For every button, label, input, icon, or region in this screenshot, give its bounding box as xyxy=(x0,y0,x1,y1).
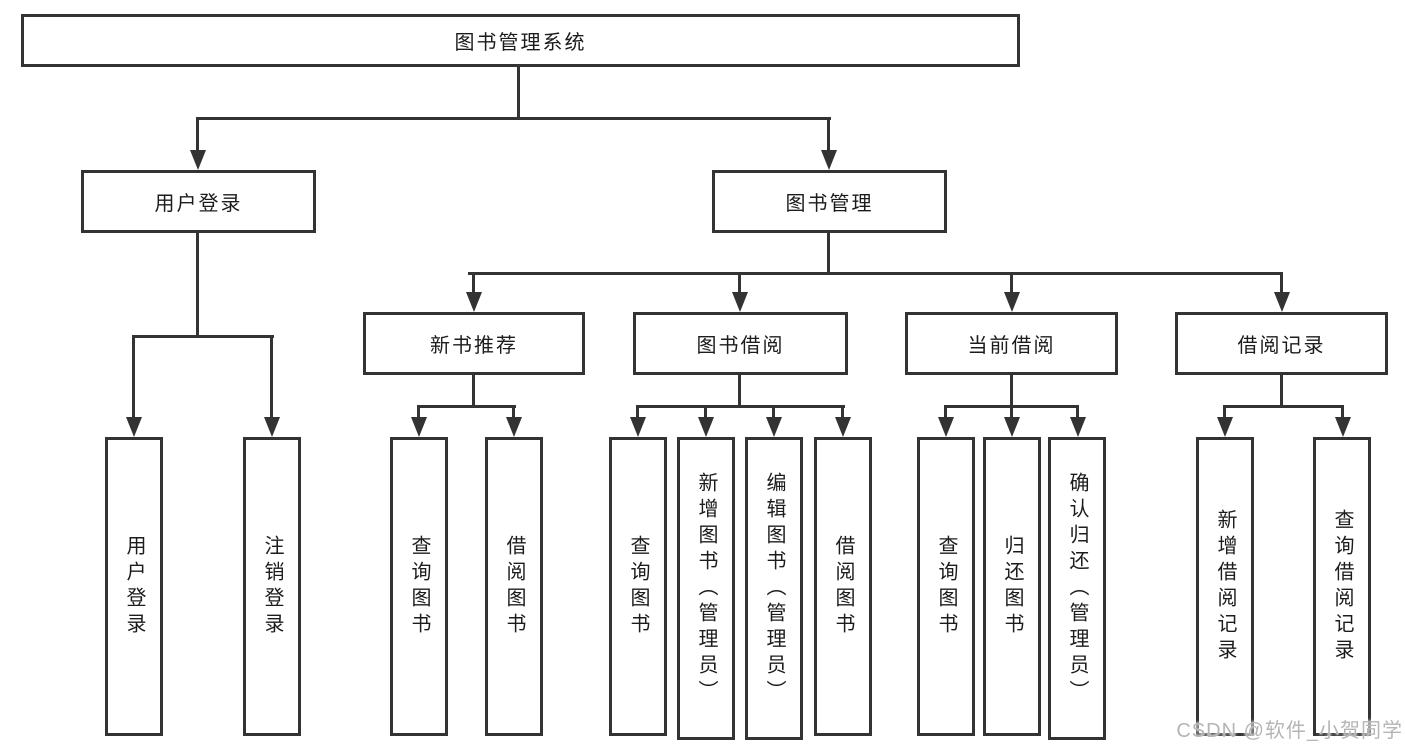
leaf-return-book-label: 归还图书 xyxy=(1001,534,1023,639)
connector-trunk-new-book-recommend xyxy=(472,374,475,407)
connector-splitter-new-book-recommend xyxy=(417,405,516,408)
arrow-down-icon xyxy=(629,405,646,437)
leaf-query-book-borrow-label: 查询图书 xyxy=(627,534,649,639)
leaf-add-borrow-record-label: 新增借阅记录 xyxy=(1214,508,1236,665)
leaf-logout-label: 注销登录 xyxy=(261,534,283,639)
leaf-add-book-admin-label: 新增图书（管理员） xyxy=(695,471,717,706)
leaf-query-borrow-record-label: 查询借阅记录 xyxy=(1331,508,1353,665)
leaf-confirm-return-admin: 确认归还（管理员） xyxy=(1048,437,1106,740)
arrow-down-icon xyxy=(937,405,954,437)
connector-splitter-book-borrow xyxy=(636,405,845,408)
connector-trunk-book-borrow xyxy=(738,374,741,407)
node-borrow-record-label: 借阅记录 xyxy=(1237,335,1326,357)
node-new-book-recommend-label: 新书推荐 xyxy=(430,335,518,357)
leaf-query-book-borrow: 查询图书 xyxy=(609,437,667,736)
leaf-query-borrow-record: 查询借阅记录 xyxy=(1313,437,1371,736)
connector-trunk-book-management xyxy=(827,232,830,275)
node-user-login: 用户登录 xyxy=(81,170,316,233)
connector-splitter-borrow-record xyxy=(1223,405,1344,408)
csdn-watermark: CSDN @软件_小贺同学 xyxy=(1176,720,1403,742)
arrow-down-icon xyxy=(1216,405,1233,437)
connector-splitter-user-login xyxy=(132,335,274,338)
node-current-borrow-label: 当前借阅 xyxy=(967,335,1056,357)
node-book-management-label: 图书管理 xyxy=(785,193,874,215)
leaf-query-book-current: 查询图书 xyxy=(917,437,975,736)
arrow-down-icon xyxy=(1069,405,1086,437)
connector-trunk-user-login xyxy=(196,232,199,338)
node-user-login-label: 用户登录 xyxy=(154,193,243,215)
node-current-borrow: 当前借阅 xyxy=(905,312,1118,375)
arrow-down-icon xyxy=(834,405,851,437)
leaf-query-book-current-label: 查询图书 xyxy=(935,534,957,639)
leaf-return-book: 归还图书 xyxy=(983,437,1041,736)
arrow-down-icon xyxy=(125,335,142,437)
leaf-borrow-book-recommend: 借阅图书 xyxy=(485,437,543,736)
arrow-down-icon xyxy=(189,117,206,170)
leaf-user-login-label: 用户登录 xyxy=(123,534,145,639)
node-new-book-recommend: 新书推荐 xyxy=(363,312,585,375)
arrow-down-icon xyxy=(697,405,714,437)
connector-trunk-current-borrow xyxy=(1010,374,1013,407)
leaf-borrow-book-label: 借阅图书 xyxy=(832,534,854,639)
arrow-down-icon xyxy=(465,272,482,312)
arrow-down-icon xyxy=(1003,405,1020,437)
leaf-user-login: 用户登录 xyxy=(105,437,163,736)
leaf-query-book-recommend-label: 查询图书 xyxy=(408,534,430,639)
leaf-add-borrow-record: 新增借阅记录 xyxy=(1196,437,1254,736)
arrow-down-icon xyxy=(1003,272,1020,312)
arrow-down-icon xyxy=(1273,272,1290,312)
arrow-down-icon xyxy=(731,272,748,312)
node-root: 图书管理系统 xyxy=(21,14,1020,67)
leaf-edit-book-admin-label: 编辑图书（管理员） xyxy=(763,471,785,706)
connector-splitter-root xyxy=(196,117,831,120)
connector-trunk-root xyxy=(517,66,520,119)
arrow-down-icon xyxy=(820,117,837,170)
leaf-confirm-return-admin-label: 确认归还（管理员） xyxy=(1066,471,1088,706)
connector-splitter-book-management xyxy=(468,272,1283,275)
arrow-down-icon xyxy=(505,405,522,437)
leaf-borrow-book: 借阅图书 xyxy=(814,437,872,736)
arrow-down-icon xyxy=(765,405,782,437)
arrow-down-icon xyxy=(410,405,427,437)
node-book-borrow: 图书借阅 xyxy=(633,312,848,375)
leaf-query-book-recommend: 查询图书 xyxy=(390,437,448,736)
node-borrow-record: 借阅记录 xyxy=(1175,312,1388,375)
node-book-management: 图书管理 xyxy=(712,170,947,233)
leaf-add-book-admin: 新增图书（管理员） xyxy=(677,437,735,740)
connector-trunk-borrow-record xyxy=(1280,374,1283,407)
arrow-down-icon xyxy=(263,335,280,437)
leaf-borrow-book-recommend-label: 借阅图书 xyxy=(503,534,525,639)
arrow-down-icon xyxy=(1334,405,1351,437)
leaf-edit-book-admin: 编辑图书（管理员） xyxy=(745,437,803,740)
leaf-logout: 注销登录 xyxy=(243,437,301,736)
node-root-label: 图书管理系统 xyxy=(454,32,587,54)
node-book-borrow-label: 图书借阅 xyxy=(696,335,785,357)
